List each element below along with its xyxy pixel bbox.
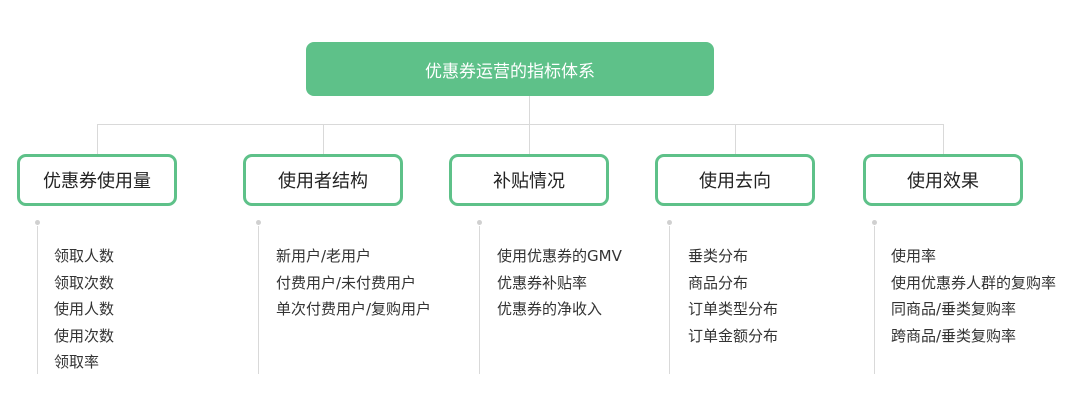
list-item: 优惠券的净收入 — [497, 300, 603, 318]
list-line — [874, 226, 875, 374]
root-node-title: 优惠券运营的指标体系 — [306, 42, 714, 96]
list-item: 新用户/老用户 — [276, 247, 372, 265]
metric-list-user-structure: 新用户/老用户 付费用户/未付费用户 单次付费用户/复购用户 — [276, 243, 431, 323]
category-node-destination: 使用去向 — [655, 154, 815, 206]
list-line — [258, 226, 259, 374]
list-item: 同商品/垂类复购率 — [891, 300, 1017, 318]
list-item: 优惠券补贴率 — [497, 273, 588, 292]
root-connector — [529, 96, 530, 125]
metric-list-usage: 领取人数 领取次数 使用人数 使用次数 领取率 — [54, 243, 114, 376]
metric-list-destination: 垂类分布 商品分布 订单类型分布 订单金额分布 — [688, 243, 778, 349]
list-line — [669, 226, 670, 374]
branch-connector-1 — [97, 124, 98, 155]
list-bullet-dot — [872, 220, 877, 225]
list-item: 单次付费用户/复购用户 — [276, 300, 432, 318]
category-node-usage: 优惠券使用量 — [17, 154, 177, 206]
list-item: 商品分布 — [688, 273, 749, 292]
list-item: 订单金额分布 — [688, 326, 779, 345]
category-node-effect: 使用效果 — [863, 154, 1023, 206]
list-item: 使用次数 — [54, 326, 115, 345]
list-item: 付费用户/未付费用户 — [276, 273, 417, 292]
list-item: 领取次数 — [54, 273, 115, 292]
list-item: 使用优惠券人群的复购率 — [891, 273, 1057, 292]
list-bullet-dot — [477, 220, 482, 225]
branch-connector-4 — [735, 124, 736, 155]
list-item: 使用人数 — [54, 300, 115, 318]
list-line — [37, 226, 38, 374]
list-bullet-dot — [256, 220, 261, 225]
metric-list-effect: 使用率 使用优惠券人群的复购率 同商品/垂类复购率 跨商品/垂类复购率 — [891, 243, 1056, 349]
branch-connector-2 — [323, 124, 324, 155]
category-node-subsidy: 补贴情况 — [449, 154, 609, 206]
list-item: 订单类型分布 — [688, 300, 779, 318]
list-bullet-dot — [35, 220, 40, 225]
list-line — [479, 226, 480, 374]
list-bullet-dot — [667, 220, 672, 225]
list-item: 领取人数 — [54, 247, 115, 265]
horizontal-connector — [97, 124, 944, 125]
list-item: 垂类分布 — [688, 247, 749, 265]
metric-list-subsidy: 使用优惠券的GMV 优惠券补贴率 优惠券的净收入 — [497, 243, 622, 323]
list-item: 领取率 — [54, 353, 100, 371]
branch-connector-5 — [943, 124, 944, 155]
list-item: 使用优惠券的GMV — [497, 247, 622, 265]
category-node-user-structure: 使用者结构 — [243, 154, 403, 206]
list-item: 跨商品/垂类复购率 — [891, 326, 1017, 345]
branch-connector-3 — [529, 124, 530, 155]
list-item: 使用率 — [891, 247, 937, 265]
